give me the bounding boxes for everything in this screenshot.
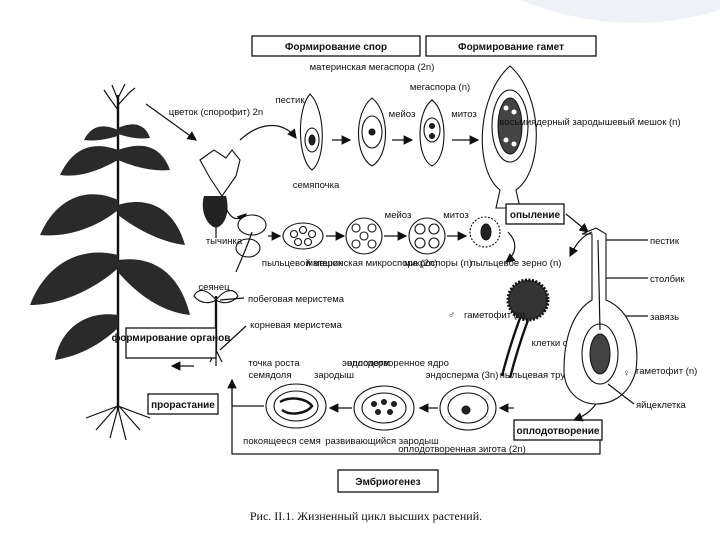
male-symbol: ♂	[448, 310, 455, 321]
label-meiosis-mid: мейоз	[385, 210, 412, 221]
header-box-gametes	[425, 35, 597, 57]
female-symbol: ♀	[623, 368, 630, 379]
background-swoosh	[520, 0, 720, 23]
arrow-to-male-gametophyte	[569, 231, 593, 258]
label-microspores: микроспоры (n)	[404, 258, 472, 269]
label-microsporocyte: материнская микроспора (2n)	[307, 258, 438, 269]
arrow-pollination-down	[505, 231, 516, 263]
label-dormant-seed: покоящееся семя	[243, 436, 321, 447]
label-embryogenesis: Эмбриогенез	[355, 476, 420, 488]
label-megaspore: мегаспора (n)	[410, 82, 470, 93]
label-flower-sporophyte: цветок (спорофит) 2n	[169, 107, 263, 118]
label-meiosis-top: мейоз	[389, 109, 416, 120]
box-germination	[147, 393, 219, 415]
embryo-sac-cell	[481, 65, 537, 209]
label-growth-point: точка роста	[248, 358, 300, 369]
megasporocyte-cell	[357, 97, 387, 167]
label-developing-embryo: развивающийся зародыш	[325, 436, 438, 447]
pollen-sac-cell	[282, 222, 324, 250]
arrow-flower-to-pistil	[239, 125, 297, 141]
box-fertilization	[513, 419, 603, 441]
label-ovule: семяпочка	[293, 180, 340, 191]
box-pollination	[505, 203, 565, 225]
label-pistil-top: пестик	[276, 95, 306, 106]
sporophyte-plant	[30, 83, 190, 441]
label-pollen-sac: пыльцевой мешок	[262, 258, 343, 269]
arrow-seed-to-seedling	[227, 378, 264, 407]
label-organ-formation: формирование органов	[112, 332, 231, 344]
dormant-seed	[265, 383, 327, 429]
label-pollen-grain: пыльцевое зерно (n)	[471, 258, 562, 269]
arrow-pistil-to-fertilization	[572, 403, 597, 422]
label-egg-cell: яйцеклетка	[636, 400, 687, 411]
label-cotyledon: семядоля	[248, 370, 291, 381]
label-seedling: сеянец	[198, 282, 230, 293]
arrow-plant-to-flower	[145, 103, 197, 141]
pollen-grain-cell	[469, 216, 501, 248]
label-embryo: зародыш	[314, 370, 354, 381]
label-fertilized-nucleus: оплодотворенное ядро	[347, 358, 449, 369]
header-gamete-formation: Формирование гамет	[458, 42, 564, 53]
pistil-ovule-stage1	[299, 93, 323, 171]
arrow-pollination-to-pistil	[565, 213, 589, 233]
label-fertilized-zygote: оплодотворенная зигота (2n)	[398, 444, 526, 455]
label-fertilized-endosperm: эндосперма (3n)	[426, 370, 499, 381]
microsporocyte-cell	[345, 217, 383, 255]
microspores-tetrad	[408, 217, 446, 255]
male-gametophyte	[500, 278, 550, 379]
pistil-right	[563, 227, 638, 405]
label-ovary: завязь	[650, 312, 679, 323]
label-male-gametophyte: гаметофит (n)	[464, 310, 525, 321]
header-box-spores	[251, 35, 421, 57]
label-mitosis-top: митоз	[451, 109, 477, 120]
label-megasporocyte: материнская мегаспора (2n)	[310, 62, 435, 73]
label-stamen: тычинка	[206, 236, 243, 247]
developing-embryo-seed	[353, 385, 415, 431]
label-germination: прорастание	[151, 400, 215, 411]
megaspore-cell	[419, 99, 445, 167]
label-fertilization: оплодотворение	[517, 426, 600, 437]
label-female-gametophyte: гаметофит (n)	[636, 366, 697, 377]
label-root-meristem: корневая меристема	[250, 320, 343, 331]
label-pistil-right: пестик	[650, 236, 680, 247]
pointer-shoot-meristem	[219, 297, 245, 301]
label-pollen-tube: пыльцевая трубка	[500, 370, 581, 381]
label-shoot-meristem: побеговая меристема	[248, 294, 345, 305]
label-mitosis-mid: митоз	[443, 210, 469, 221]
flower-icon	[199, 149, 241, 238]
stamen-icon	[235, 214, 267, 273]
header-spore-formation: Формирование спор	[285, 42, 387, 53]
pointer-root-meristem	[219, 325, 247, 351]
pointer-egg-cell	[607, 383, 635, 405]
embryogenesis-bracket	[231, 380, 601, 455]
label-embryo-sac: восьмиядерный зародышевый мешок (n)	[499, 117, 680, 128]
figure-caption: Рис. II.1. Жизненный цикл высших растени…	[250, 509, 482, 523]
label-style: столбик	[650, 274, 685, 285]
fertilized-ovule	[439, 385, 497, 431]
box-embryogenesis	[337, 469, 439, 493]
label-pollination: опыление	[510, 210, 561, 221]
label-endosperm: эндосперм	[342, 358, 390, 369]
arrow-flower-to-stamen	[225, 207, 247, 224]
box-organ-formation	[125, 327, 217, 359]
